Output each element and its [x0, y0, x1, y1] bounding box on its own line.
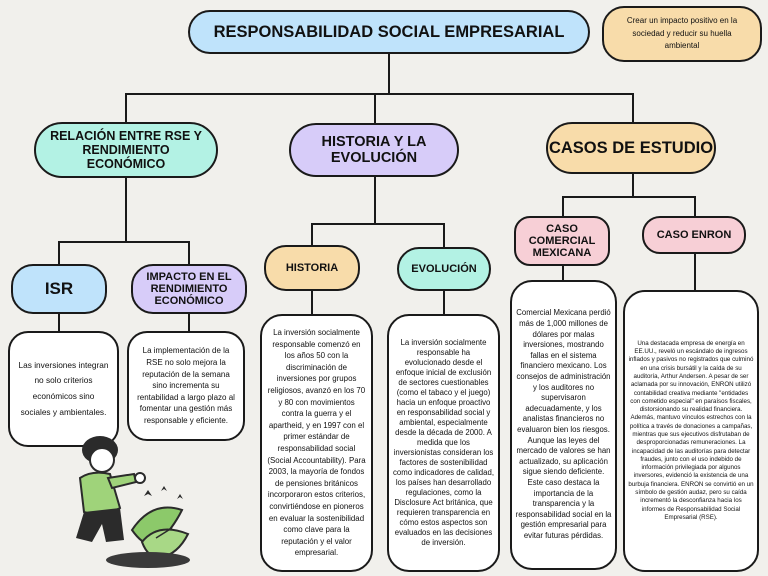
card-caso-enron: Una destacada empresa de energía en EE.U…: [623, 290, 759, 572]
connector-to-evolucion: [443, 223, 445, 247]
connector-level1-bar: [125, 93, 634, 95]
card-impacto-text: La implementación de la RSE no solo mejo…: [137, 346, 235, 425]
card-historia: La inversión socialmente responsable com…: [260, 314, 373, 572]
node-isr: ISR: [11, 264, 107, 314]
person-watering-plant-illustration: [76, 436, 190, 568]
card-caso-enron-text: Una destacada empresa de energía en EE.U…: [628, 339, 754, 521]
card-impacto: La implementación de la RSE no solo mejo…: [127, 331, 245, 441]
node-historia: HISTORIA: [264, 245, 360, 291]
card-caso-mexicana-text: Comercial Mexicana perdió más de 1,000 m…: [515, 308, 612, 540]
connector-historia-card: [311, 291, 313, 314]
connector-to-relacion: [125, 93, 127, 122]
connector-to-enron: [694, 196, 696, 216]
connector-to-mexicana: [562, 196, 564, 216]
connector-isr-card: [58, 314, 60, 331]
connector-to-isr: [58, 241, 60, 264]
connector-to-historia: [311, 223, 313, 245]
connector-evolucion-card: [443, 291, 445, 314]
connector-historia-evolucion-down: [374, 177, 376, 224]
node-caso-comercial-mexicana: CASO COMERCIAL MEXICANA: [514, 216, 610, 266]
note-bubble: Crear un impacto positivo en la sociedad…: [602, 6, 762, 62]
node-evolucion: EVOLUCIÓN: [397, 247, 491, 291]
connector-enron-card: [694, 254, 696, 290]
connector-historia-evolucion-bar: [311, 223, 445, 225]
node-caso-enron: CASO ENRON: [642, 216, 746, 254]
connector-to-impacto: [188, 241, 190, 264]
card-isr-text: Las inversiones integran no solo criteri…: [18, 359, 109, 417]
branch-historia-evolucion: HISTORIA Y LA EVOLUCIÓN: [289, 123, 459, 177]
connector-to-casos: [632, 93, 634, 122]
card-evolucion: La inversión socialmente responsable ha …: [387, 314, 500, 572]
connector-root-down: [388, 54, 390, 94]
connector-relacion-bar: [58, 241, 190, 243]
branch-casos-de-estudio: CASOS DE ESTUDIO: [546, 122, 716, 174]
card-historia-text: La inversión socialmente responsable com…: [267, 327, 366, 558]
connector-casos-bar: [562, 196, 696, 198]
connector-to-historia-evolucion: [374, 93, 376, 123]
connector-relacion-down: [125, 178, 127, 242]
node-impacto-rendimiento: IMPACTO EN EL RENDIMIENTO ECONÓMICO: [131, 264, 247, 314]
root-title-node: RESPONSABILIDAD SOCIAL EMPRESARIAL: [188, 10, 590, 54]
card-evolucion-text: La inversión socialmente responsable ha …: [393, 338, 494, 547]
card-caso-mexicana: Comercial Mexicana perdió más de 1,000 m…: [510, 280, 617, 570]
card-isr: Las inversiones integran no solo criteri…: [8, 331, 119, 447]
connector-mexicana-card: [562, 266, 564, 280]
connector-casos-down: [632, 174, 634, 197]
branch-relacion-rse-rendimiento: RELACIÓN ENTRE RSE Y RENDIMIENTO ECONÓMI…: [34, 122, 218, 178]
connector-impacto-card: [188, 314, 190, 331]
